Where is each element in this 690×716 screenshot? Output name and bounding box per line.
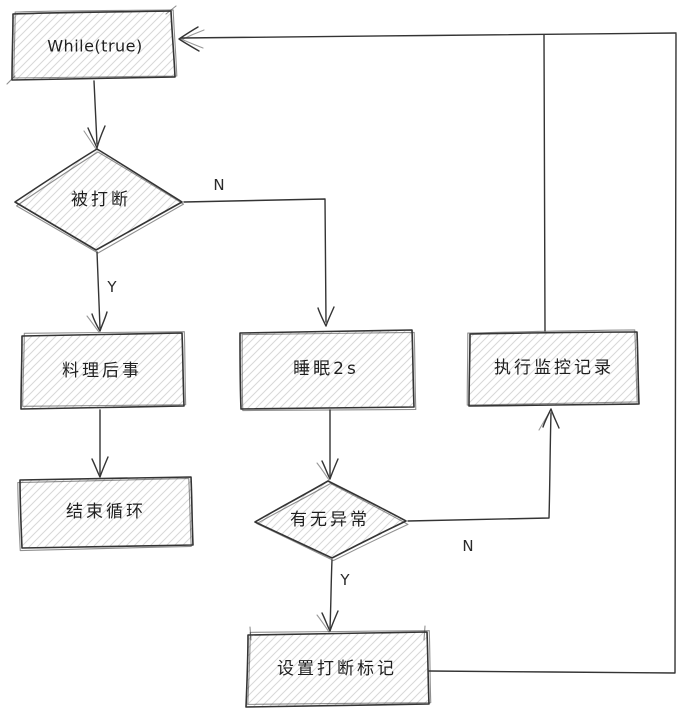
edge-interrupted-no-to-sleep: N [183, 176, 335, 327]
edge-while-to-interrupted [83, 80, 106, 150]
node-set-interrupt-flag-label: 设置打断标记 [277, 659, 397, 679]
node-run-monitor-log-label: 执行监控记录 [494, 358, 614, 378]
edge-label-exception-no: N [462, 537, 473, 555]
node-handle-aftermath-label: 料理后事 [62, 361, 142, 381]
node-exception-check: 有无异常 [254, 480, 409, 562]
edge-feedback-top [178, 26, 677, 52]
node-exception-check-label: 有无异常 [290, 510, 370, 530]
edge-setflag-to-while [428, 33, 677, 674]
node-run-monitor-log: 执行监控记录 [466, 329, 640, 407]
node-handle-aftermath: 料理后事 [20, 331, 187, 410]
node-while-loop-label: While(true) [47, 37, 143, 56]
edge-label-interrupted-yes: Y [106, 278, 117, 296]
node-end-loop-label: 结束循环 [66, 502, 146, 522]
edge-aftermath-to-endloop [91, 409, 109, 478]
node-interrupted-check: 被打断 [14, 148, 185, 254]
edge-label-interrupted-no: N [213, 176, 224, 194]
node-while-loop: While(true) [6, 5, 178, 85]
edge-label-exception-yes: Y [339, 571, 350, 589]
node-sleep: 睡眠2s [239, 329, 417, 412]
node-interrupted-check-label: 被打断 [71, 190, 131, 210]
edge-exception-yes-to-setflag: Y [316, 559, 350, 633]
edge-sleep-to-exception [316, 409, 339, 481]
edge-exception-no-to-monitor: N [407, 408, 560, 555]
node-end-loop: 结束循环 [17, 476, 194, 552]
edge-interrupted-yes-to-aftermath: Y [86, 251, 117, 333]
node-set-interrupt-flag: 设置打断标记 [245, 625, 432, 708]
edge-monitor-to-while [543, 34, 546, 332]
node-sleep-label: 睡眠2s [293, 359, 359, 379]
